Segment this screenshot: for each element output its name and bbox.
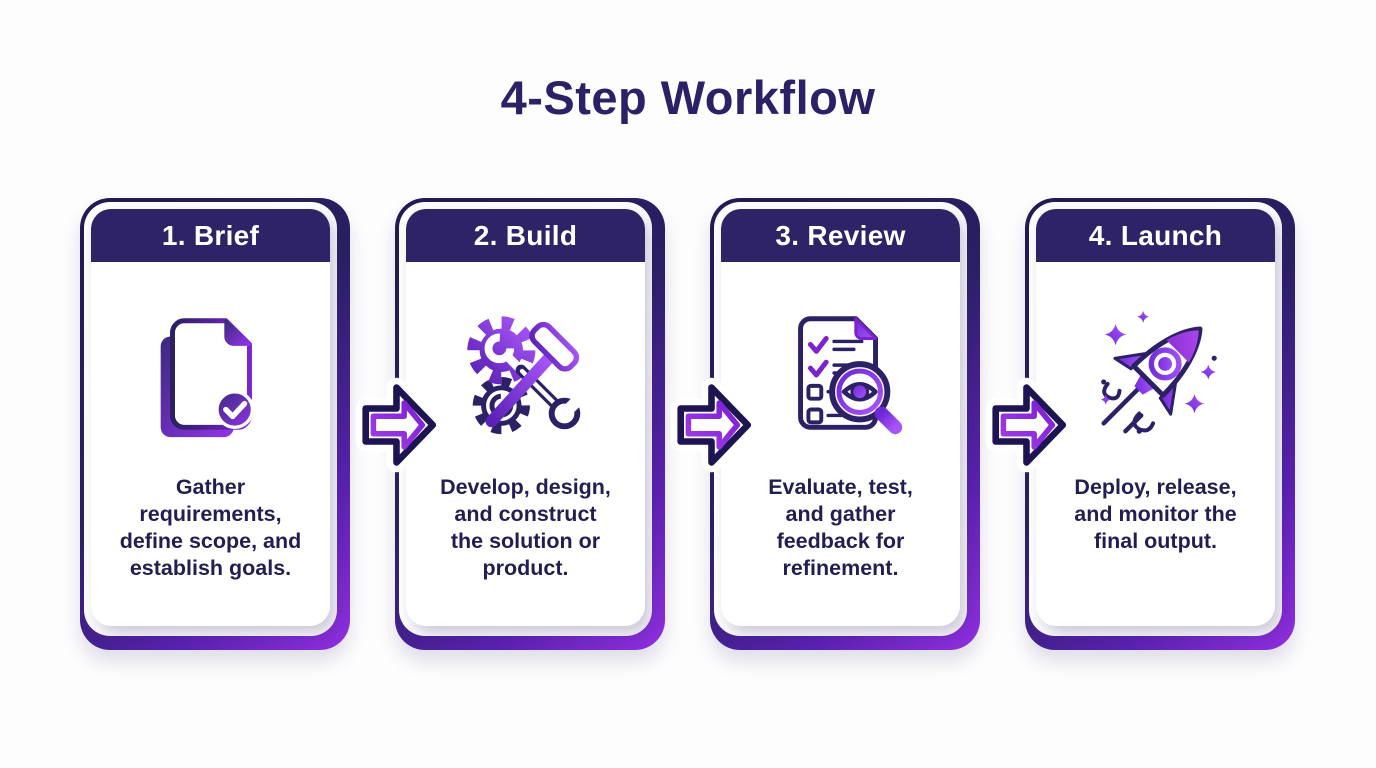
step-header-build: 2. Build (406, 209, 645, 262)
rocket-sparkles-icon (1082, 300, 1230, 450)
step-description-brief: Gather requirements, define scope, and e… (119, 475, 302, 580)
checklist-magnifier-eye-icon (767, 300, 915, 450)
document-check-icon (137, 300, 285, 450)
flow-arrow-2 (670, 377, 758, 473)
page-title: 4-Step Workflow (500, 71, 876, 124)
flow-arrow-3 (985, 377, 1073, 473)
step-header-launch: 4. Launch (1036, 209, 1275, 262)
step-card-launch: 4. Launch (1025, 198, 1295, 650)
step-description-launch: Deploy, release, and monitor the final o… (1074, 475, 1237, 553)
step-header-brief: 1. Brief (91, 209, 330, 262)
step-description-build: Develop, design, and construct the solut… (440, 475, 611, 580)
step-card-review: 3. Review (710, 198, 980, 650)
step-card-brief: 1. Brief (80, 198, 350, 650)
step-description-review: Evaluate, test, and gather feedback for … (768, 475, 913, 580)
step-header-review: 3. Review (721, 209, 960, 262)
gears-hammer-wrench-icon (452, 300, 600, 450)
flow-arrow-1 (355, 377, 443, 473)
